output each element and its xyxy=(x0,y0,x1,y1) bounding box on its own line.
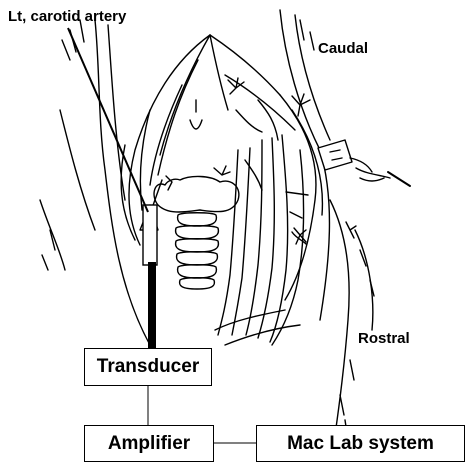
probe-cable xyxy=(148,262,156,348)
artery-label: Lt, carotid artery xyxy=(8,8,126,25)
retractor-clamp xyxy=(318,140,410,186)
transducer-box: Transducer xyxy=(84,348,212,386)
trachea xyxy=(176,213,219,289)
caudal-label: Caudal xyxy=(318,40,368,57)
maclab-box: Mac Lab system xyxy=(256,425,465,462)
amplifier-box: Amplifier xyxy=(84,425,214,462)
right-muscle-flap xyxy=(210,35,322,345)
probe-head xyxy=(143,205,157,265)
vessels xyxy=(236,100,308,244)
thyroid-gland xyxy=(154,100,239,212)
rostral-label: Rostral xyxy=(358,330,410,347)
